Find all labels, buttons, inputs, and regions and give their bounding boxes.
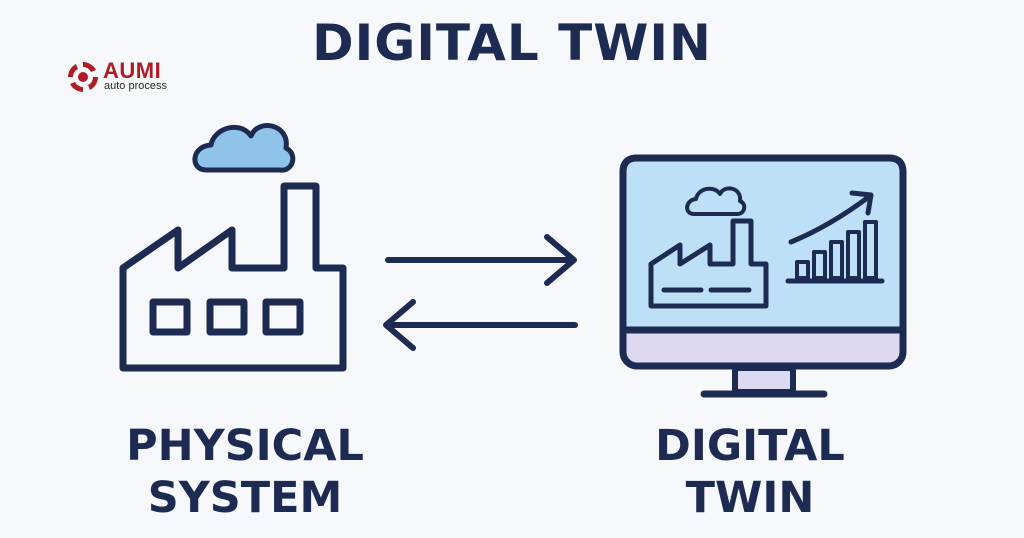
- screen-factory-icon: [648, 218, 769, 309]
- digital-label-line2: TWIN: [685, 473, 815, 523]
- screen-trend-arrow-icon: [788, 190, 874, 245]
- screen-cloud-icon: [685, 186, 747, 216]
- physical-label-line1: PHYSICAL: [126, 421, 364, 471]
- digital-label-line1: DIGITAL: [655, 421, 845, 471]
- cloud-icon: [192, 123, 296, 173]
- brand-logo: AUMI auto process: [66, 58, 206, 98]
- factory-icon: [119, 182, 347, 372]
- monitor-icon: [619, 154, 907, 398]
- logo-tagline: auto process: [104, 80, 167, 92]
- screen-bar-chart-icon: [785, 220, 885, 284]
- logo-name: AUMI: [103, 58, 162, 83]
- gear-swirl-icon: [68, 62, 98, 92]
- arrow-left-icon: [383, 299, 578, 351]
- physical-label-line2: SYSTEM: [147, 473, 343, 523]
- digital-twin-label: DIGITAL TWIN: [600, 420, 900, 524]
- page-title: DIGITAL TWIN: [312, 14, 712, 72]
- arrow-right-icon: [385, 234, 577, 286]
- physical-system-label: PHYSICAL SYSTEM: [80, 420, 410, 524]
